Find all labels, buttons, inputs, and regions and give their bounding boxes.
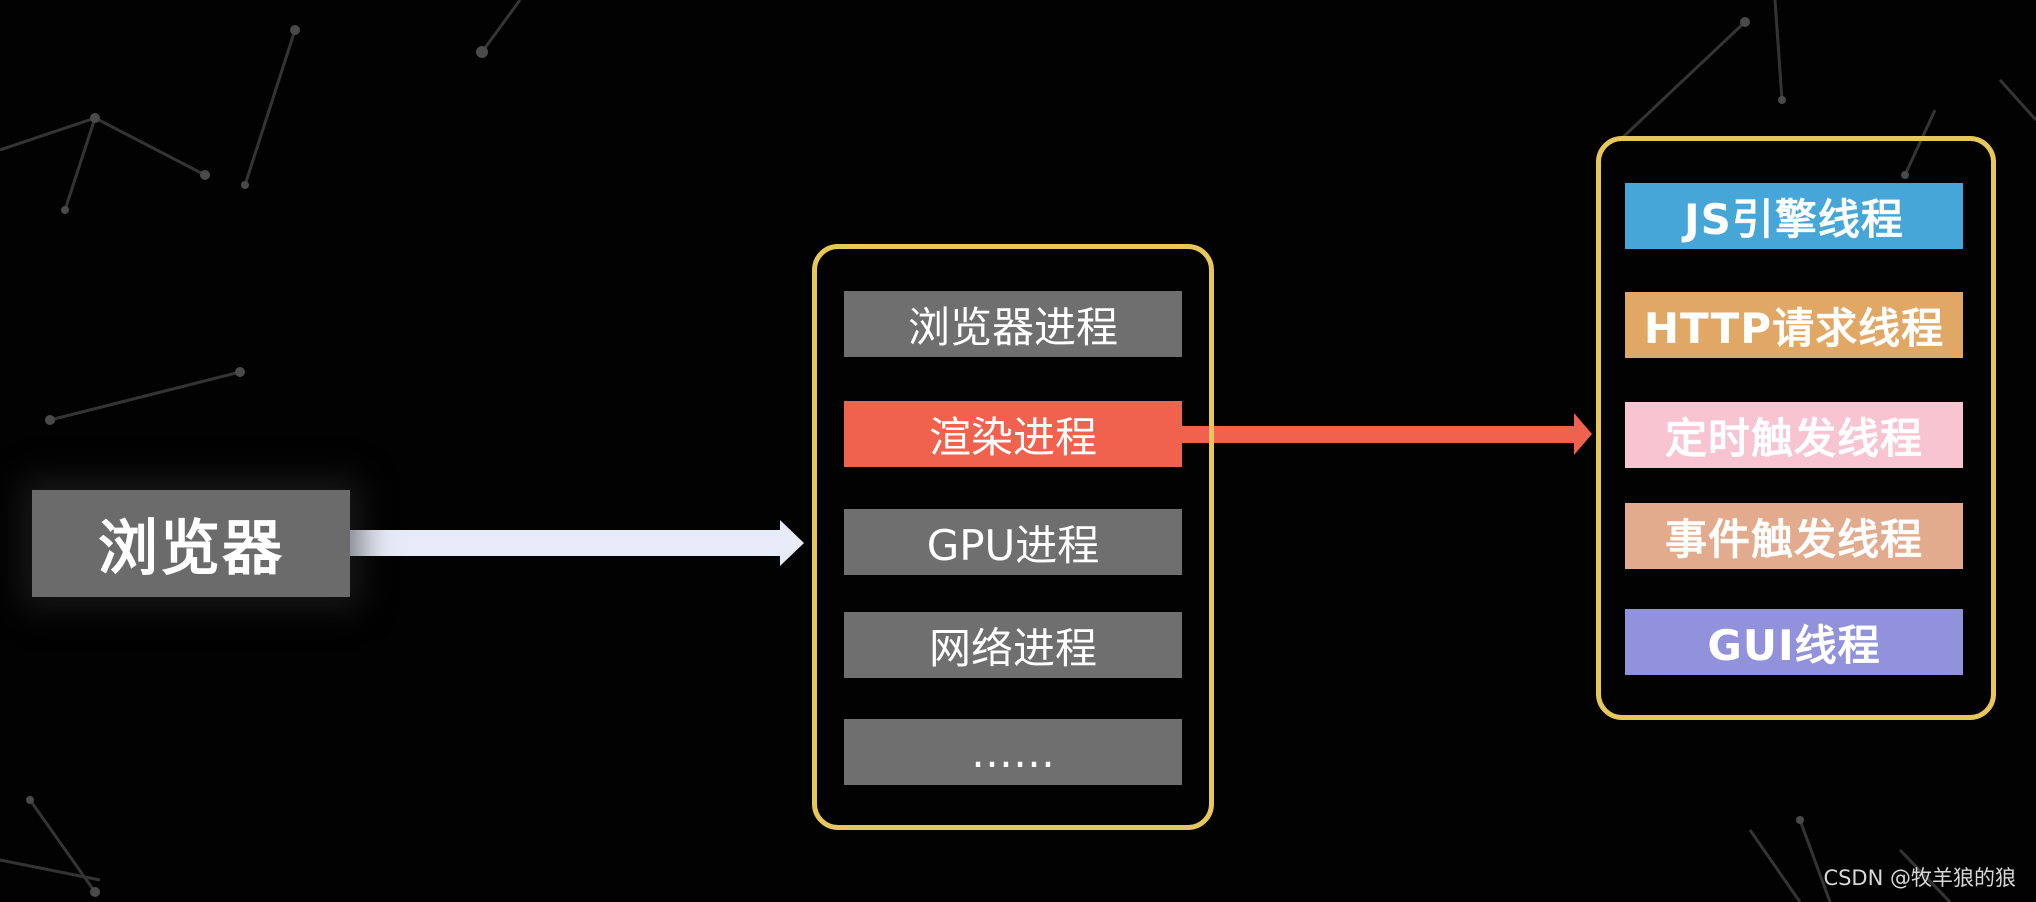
process-item-browser-process: 浏览器进程 xyxy=(844,291,1182,357)
thread-item-event-trigger: 事件触发线程 xyxy=(1625,503,1963,569)
arrow-head xyxy=(780,520,804,566)
browser-node: 浏览器 xyxy=(32,490,350,597)
process-item-network-process: 网络进程 xyxy=(844,612,1182,678)
thread-item-timer-trigger: 定时触发线程 xyxy=(1625,402,1963,468)
arrow-render-to-threads xyxy=(1180,413,1592,455)
thread-item-js-engine: JS引擎线程 xyxy=(1625,183,1963,249)
process-item-more: …… xyxy=(844,719,1182,785)
process-group-frame xyxy=(812,244,1214,830)
process-item-render-process: 渲染进程 xyxy=(844,401,1182,467)
arrow-shaft xyxy=(350,530,782,556)
arrow-shaft xyxy=(1180,426,1576,443)
process-item-gpu-process: GPU进程 xyxy=(844,509,1182,575)
thread-item-gui: GUI线程 xyxy=(1625,609,1963,675)
watermark: CSDN @牧羊狼的狼 xyxy=(1823,866,2016,890)
arrow-browser-to-processes xyxy=(350,520,804,566)
thread-item-http-request: HTTP请求线程 xyxy=(1625,292,1963,358)
thread-group-frame xyxy=(1596,136,1996,720)
arrow-head xyxy=(1574,413,1592,455)
